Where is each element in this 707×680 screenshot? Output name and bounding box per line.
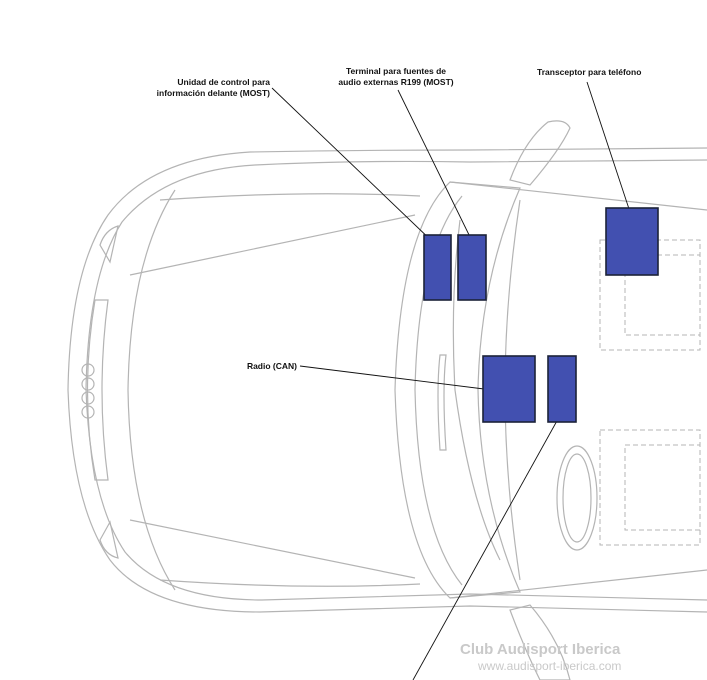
leader-phone bbox=[586, 81, 635, 225]
leader-lines bbox=[271, 81, 635, 680]
label-front-info-control: Unidad de control para información delan… bbox=[130, 77, 270, 99]
leader-bottom bbox=[412, 409, 564, 680]
watermark-title: Club Audisport Iberica bbox=[460, 641, 621, 658]
leader-radio bbox=[299, 365, 501, 392]
center-console bbox=[437, 354, 447, 451]
logo-ring-2 bbox=[81, 377, 95, 391]
grille bbox=[86, 299, 109, 481]
a-pillar-top bbox=[449, 181, 707, 211]
hood-crease-top bbox=[129, 214, 416, 276]
car-body-inner bbox=[85, 159, 707, 601]
external-audio-terminal-box bbox=[457, 234, 487, 301]
seat-driver-inner bbox=[624, 254, 701, 336]
logo-ring-3 bbox=[81, 391, 95, 405]
headlight-right bbox=[99, 520, 119, 559]
headlight-left bbox=[99, 225, 119, 264]
label-external-audio-terminal-line2: audio externas R199 (MOST) bbox=[338, 77, 454, 87]
seat-passenger bbox=[599, 429, 701, 546]
bottom-component-box bbox=[547, 355, 577, 423]
hood-center bbox=[127, 189, 176, 591]
label-front-info-control-line2: información delante (MOST) bbox=[156, 88, 270, 98]
components bbox=[423, 207, 659, 423]
hood-line-top bbox=[159, 193, 421, 201]
a-pillar-bottom bbox=[449, 569, 707, 599]
windshield bbox=[394, 181, 521, 599]
label-external-audio-terminal: Terminal para fuentes de audio externas … bbox=[322, 66, 470, 88]
hood-crease-bottom bbox=[129, 519, 416, 579]
logo-ring-4 bbox=[81, 405, 95, 419]
car-body-outline bbox=[67, 147, 707, 613]
watermark-url: www.audisport-iberica.com bbox=[478, 659, 622, 673]
mirror-top bbox=[509, 120, 571, 186]
gear-shift-outer bbox=[556, 445, 598, 551]
seats bbox=[599, 239, 701, 546]
seat-passenger-inner bbox=[624, 444, 701, 531]
hood-line-bottom bbox=[159, 579, 421, 587]
seat-driver bbox=[599, 239, 701, 351]
watermark: Club Audisport Iberica www.audisport-ibe… bbox=[460, 641, 621, 673]
label-external-audio-terminal-line1: Terminal para fuentes de bbox=[346, 66, 446, 76]
gear-shift-inner bbox=[562, 453, 592, 543]
radio-box bbox=[482, 355, 536, 423]
leader-external-audio bbox=[397, 89, 474, 244]
console-channel bbox=[452, 219, 501, 561]
phone-transceiver-box bbox=[605, 207, 659, 276]
logo-ring-1 bbox=[81, 363, 95, 377]
leader-front-info bbox=[271, 87, 437, 246]
label-front-info-control-line1: Unidad de control para bbox=[177, 77, 270, 87]
front-info-control-unit-box bbox=[423, 234, 452, 301]
label-radio: Radio (CAN) bbox=[246, 361, 297, 371]
label-phone-transceiver: Transceptor para teléfono bbox=[537, 67, 642, 77]
car-outline bbox=[67, 120, 707, 680]
